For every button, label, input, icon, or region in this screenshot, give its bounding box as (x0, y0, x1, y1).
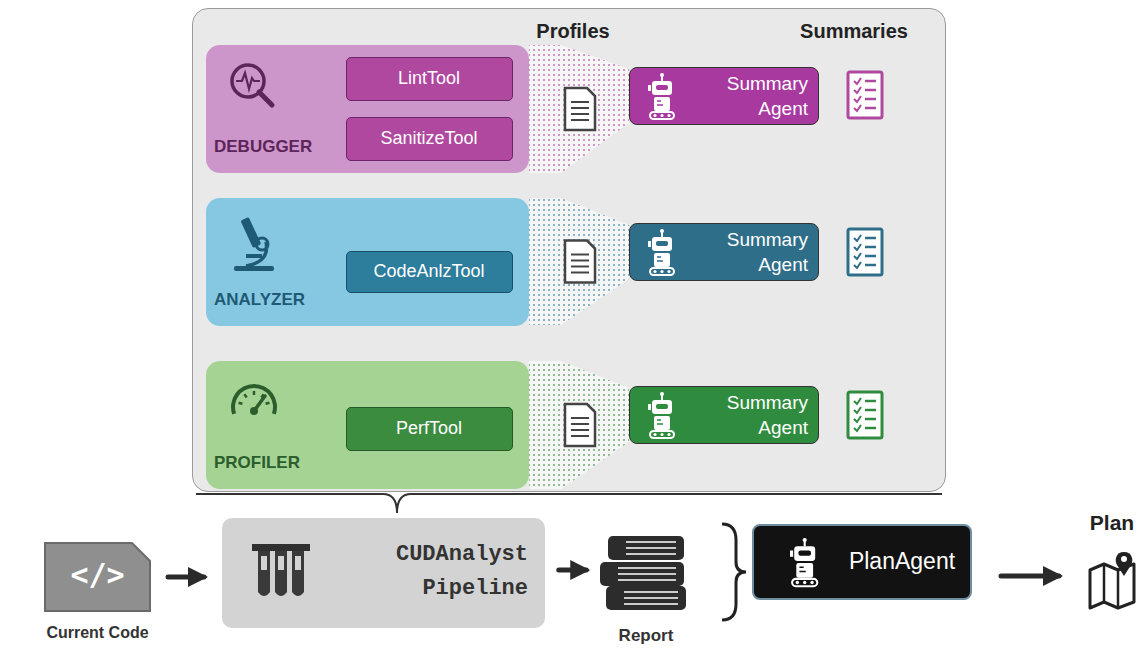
summary-checklist-icon (848, 229, 882, 275)
analyzer-icon (234, 217, 274, 271)
summary-agent-box: Summary Agent (629, 223, 819, 281)
tool-box: SanitizeTool (346, 117, 513, 161)
robot-icon (648, 392, 674, 438)
flow-arrow (168, 575, 204, 580)
node-label: CUDAnalyst Pipeline (342, 538, 528, 606)
tool-group-band: PROFILERPerfTool (206, 361, 529, 489)
node-label: Plan (1062, 510, 1148, 535)
node-label: Summary Agent (696, 391, 808, 440)
node-label: SanitizeTool (347, 118, 511, 159)
summary-checklist-icon (848, 72, 882, 118)
summary-checklist-icon (848, 392, 882, 438)
node-label: Summary Agent (696, 72, 808, 121)
report-books: Report (600, 528, 692, 612)
analysis-panel: Profiles SummariesDEBUGGER LintToolSanitiz… (192, 8, 946, 492)
tool-box: CodeAnlzTool (346, 251, 513, 293)
profile-document-icon (565, 88, 595, 130)
node-sublabel: Current Code (30, 623, 165, 642)
node-label: Profiles (503, 19, 643, 43)
node-sublabel: Summaries (779, 19, 929, 43)
tool-box: LintTool (346, 57, 513, 101)
pipeline-box: CUDAnalyst Pipeline (222, 518, 545, 628)
tool-group-band: ANALYZERCodeAnlzTool (206, 198, 529, 326)
books-icon (600, 536, 686, 610)
summary-agent-box: Summary Agent (629, 386, 819, 444)
bracket (722, 524, 746, 620)
map-icon (1090, 552, 1134, 608)
node-label: PROFILER (214, 453, 344, 473)
node-label: Summary Agent (696, 228, 808, 277)
node-label: </> (45, 557, 150, 593)
profile-document-icon (565, 404, 595, 446)
profile-funnel (529, 361, 629, 489)
node-label: LintTool (347, 58, 511, 99)
flow-arrow (1001, 574, 1059, 579)
group-brace (196, 494, 942, 513)
node-label: DEBUGGER (214, 137, 344, 157)
code-file: </>Current Code (45, 543, 150, 611)
node-label: ANALYZER (214, 290, 344, 310)
robot-icon (648, 229, 674, 275)
node-art (600, 528, 692, 612)
profile-funnel (529, 45, 629, 173)
node-label: PlanAgent (840, 548, 964, 576)
profiler-icon (231, 384, 277, 415)
node-label: CodeAnlzTool (347, 252, 511, 291)
tool-group-band: DEBUGGER LintToolSanitizeTool (206, 45, 529, 173)
node-label: Report (586, 626, 706, 646)
plan-map: Plan (1088, 552, 1136, 610)
robot-icon (790, 538, 817, 586)
plan-agent-box: PlanAgent (752, 524, 972, 600)
profile-funnel (529, 198, 629, 325)
profile-document-icon (565, 241, 595, 283)
node-art (1088, 552, 1136, 610)
summary-agent-box: Summary Agent (629, 67, 819, 125)
node-art (222, 518, 545, 628)
code-file-icon (45, 543, 150, 611)
test-tubes-icon (252, 544, 310, 596)
debugger-icon (232, 65, 272, 105)
robot-icon (648, 73, 674, 119)
node-label: PerfTool (347, 408, 511, 449)
flow-arrow (559, 568, 587, 573)
tool-box: PerfTool (346, 407, 513, 451)
